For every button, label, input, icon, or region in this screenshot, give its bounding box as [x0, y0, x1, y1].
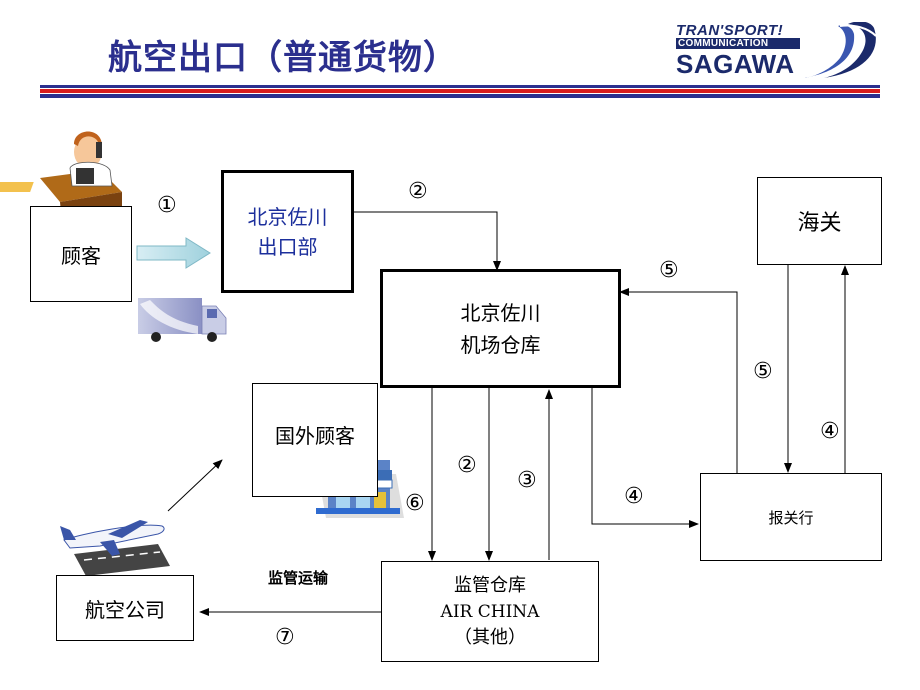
- truck-icon: [138, 298, 227, 342]
- customs-broker-label: 报关行: [768, 508, 814, 527]
- step-5-top-label: ⑤: [659, 258, 679, 283]
- arrow-dept-to-warehouse: [354, 211, 501, 271]
- step-1-label: ①: [157, 193, 177, 218]
- step-4-side-label: ④: [820, 419, 840, 444]
- arrow-to-overseas: [167, 459, 223, 512]
- customs-broker-box: 报关行: [700, 473, 882, 561]
- airplane-icon: [60, 520, 170, 576]
- header-rule-red: [40, 89, 880, 93]
- logo-line3: SAGAWA: [676, 49, 795, 79]
- step-2-mid-label: ②: [457, 453, 477, 478]
- bonded-transport-label: 监管运输: [268, 569, 329, 587]
- export-dept-line2: 出口部: [257, 234, 318, 259]
- page-title: 航空出口（普通货物）: [108, 38, 458, 78]
- arrow-warehouse-to-broker: [591, 388, 699, 528]
- export-dept-line1: 北京佐川: [247, 204, 328, 229]
- overseas-customer-label: 国外顾客: [275, 424, 355, 448]
- airport-warehouse-box: 北京佐川 机场仓库: [380, 269, 621, 388]
- header-rule-blue: [40, 85, 880, 88]
- customs-box: 海关: [757, 177, 882, 265]
- airline-label: 航空公司: [85, 597, 165, 622]
- export-dept-box: 北京佐川 出口部: [221, 170, 354, 293]
- bonded-line3: （其他）: [454, 626, 526, 648]
- sagawa-logo: TRAN'SPORT! COMMUNICATION SAGAWA: [676, 22, 886, 80]
- bonded-line2: AIR CHINA: [440, 601, 540, 622]
- customer-label: 顾客: [61, 243, 101, 268]
- step-5-side-label: ⑤: [753, 359, 773, 384]
- customer-box: 顾客: [30, 206, 132, 302]
- airline-box: 航空公司: [56, 575, 194, 641]
- overseas-customer-box: 国外顾客: [252, 383, 378, 497]
- step-2-top-label: ②: [408, 179, 428, 204]
- logo-line2: COMMUNICATION: [676, 38, 800, 49]
- warehouse-line2: 机场仓库: [460, 332, 541, 357]
- step-4-mid-label: ④: [624, 484, 644, 509]
- step-7-label: ⑦: [275, 625, 295, 650]
- arrow-broker-to-warehouse: [619, 288, 738, 473]
- header-rule-blue-lower: [40, 94, 880, 98]
- warehouse-line1: 北京佐川: [460, 300, 541, 325]
- flow-arrow-icon: [136, 237, 211, 269]
- customs-label: 海关: [797, 211, 842, 236]
- logo-swoosh-icon: [804, 22, 877, 78]
- step-3-label: ③: [517, 468, 537, 493]
- step-6-label: ⑥: [405, 491, 425, 516]
- bonded-line1: 监管仓库: [454, 574, 526, 596]
- bonded-warehouse-box: 监管仓库 AIR CHINA （其他）: [381, 561, 599, 662]
- logo-line1: TRAN'SPORT!: [676, 22, 784, 39]
